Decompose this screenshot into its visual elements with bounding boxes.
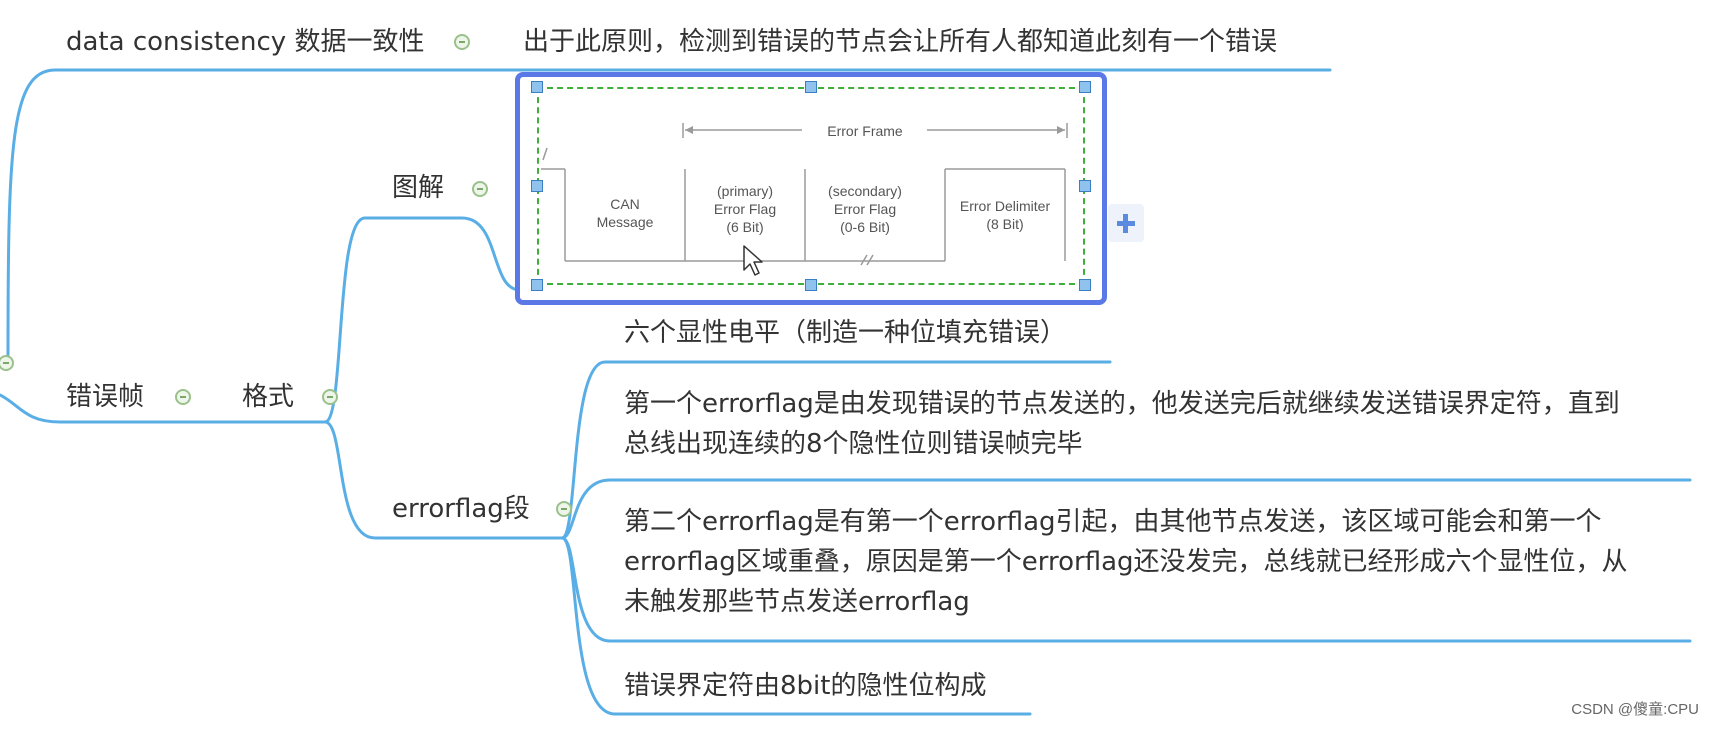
- collapse-icon[interactable]: [322, 389, 338, 405]
- leaf-line: 第二个errorflag是有第一个errorflag引起，由其他节点发送，该区域…: [624, 507, 1602, 537]
- resize-handle[interactable]: [1079, 81, 1091, 93]
- resize-handle[interactable]: [531, 180, 543, 192]
- resize-handle[interactable]: [531, 279, 543, 291]
- resize-handle[interactable]: [1079, 279, 1091, 291]
- resize-handle[interactable]: [805, 279, 817, 291]
- collapse-icon[interactable]: [472, 181, 488, 197]
- frame-arrow-left-head: [685, 126, 693, 134]
- resize-handle[interactable]: [805, 81, 817, 93]
- collapse-icon[interactable]: [175, 389, 191, 405]
- node-leaf-six-dominant[interactable]: 六个显性电平（制造一种位填充错误）: [624, 318, 1067, 348]
- diagram-cell-secondary-flag: (secondary) Error Flag (0-6 Bit): [828, 183, 902, 235]
- node-data-consistency[interactable]: data consistency 数据一致性: [66, 27, 425, 57]
- diagram-title: Error Frame: [827, 123, 903, 139]
- watermark: CSDN @傻童:CPU: [1571, 701, 1699, 718]
- break-mark: [860, 254, 868, 266]
- node-error-frame[interactable]: 错误帧: [66, 382, 145, 412]
- leaf-line: 未触发那些节点发送errorflag: [624, 587, 970, 617]
- collapse-icon[interactable]: [556, 501, 572, 517]
- leaf-line: errorflag区域重叠，原因是第一个errorflag还没发完，总线就已经形…: [624, 547, 1628, 577]
- diagram-cell-primary-flag: (primary) Error Flag (6 Bit): [713, 183, 777, 235]
- diagram-cell-can-message: CAN Message: [596, 196, 654, 230]
- node-data-consistency-desc[interactable]: 出于此原则，检测到错误的节点会让所有人都知道此刻有一个错误: [523, 27, 1278, 57]
- collapse-icon[interactable]: [454, 34, 470, 50]
- resize-handle[interactable]: [1079, 180, 1091, 192]
- node-diagram[interactable]: 图解: [392, 173, 445, 203]
- node-errorflag-segment[interactable]: errorflag段: [392, 494, 530, 524]
- break-mark: [866, 254, 874, 266]
- start-tick: [542, 147, 548, 161]
- resize-handle[interactable]: [531, 81, 543, 93]
- node-leaf-delimiter[interactable]: 错误界定符由8bit的隐性位构成: [624, 671, 987, 701]
- frame-arrow-right-head: [1057, 126, 1065, 134]
- leaf-line: 总线出现连续的8个隐性位则错误帧完毕: [624, 429, 1083, 459]
- diagram-image-frame[interactable]: [515, 72, 1107, 305]
- mouse-cursor-icon: [743, 245, 763, 276]
- diagram-cell-error-delimiter: Error Delimiter (8 Bit): [959, 198, 1051, 232]
- node-leaf-first-errorflag[interactable]: 第一个errorflag是由发现错误的节点发送的，他发送完后就继续发送错误界定符…: [624, 384, 1620, 464]
- leaf-line: 第一个errorflag是由发现错误的节点发送的，他发送完后就继续发送错误界定符…: [624, 389, 1620, 419]
- node-leaf-second-errorflag[interactable]: 第二个errorflag是有第一个errorflag引起，由其他节点发送，该区域…: [624, 502, 1628, 622]
- collapse-icon[interactable]: [0, 355, 14, 371]
- expand-plus-icon[interactable]: [1108, 204, 1144, 242]
- node-format[interactable]: 格式: [242, 382, 295, 412]
